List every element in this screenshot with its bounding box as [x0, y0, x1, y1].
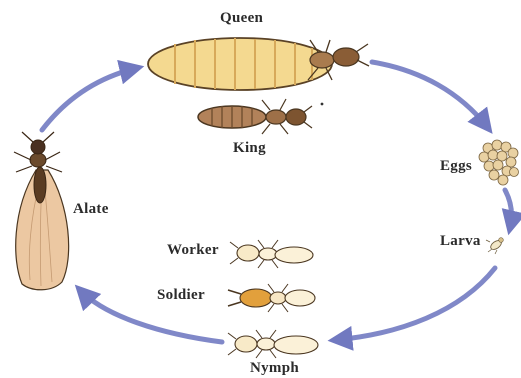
- king-label: King: [233, 140, 266, 157]
- soldier-label: Soldier: [157, 287, 205, 304]
- nymph-icon: [228, 330, 318, 358]
- egg-cluster-icon: [479, 140, 519, 185]
- soldier-termite-icon: [228, 284, 315, 312]
- eggs-label: Eggs: [440, 158, 472, 175]
- king-termite-icon: [198, 99, 323, 134]
- queen-termite-icon: [148, 38, 369, 90]
- arrow-larva-to-nymph: [335, 268, 495, 340]
- nymph-label: Nymph: [250, 360, 299, 377]
- alate-label: Alate: [73, 201, 109, 218]
- larva-icon: [486, 238, 503, 254]
- arrow-eggs-to-larva: [505, 190, 512, 228]
- worker-label: Worker: [167, 242, 219, 259]
- arrow-alate-to-queen: [42, 68, 137, 130]
- worker-termite-icon: [230, 240, 313, 268]
- queen-label: Queen: [220, 10, 263, 27]
- winged-termite-icon: [14, 132, 69, 290]
- larva-label: Larva: [440, 233, 481, 250]
- arrow-queen-to-eggs: [372, 62, 488, 128]
